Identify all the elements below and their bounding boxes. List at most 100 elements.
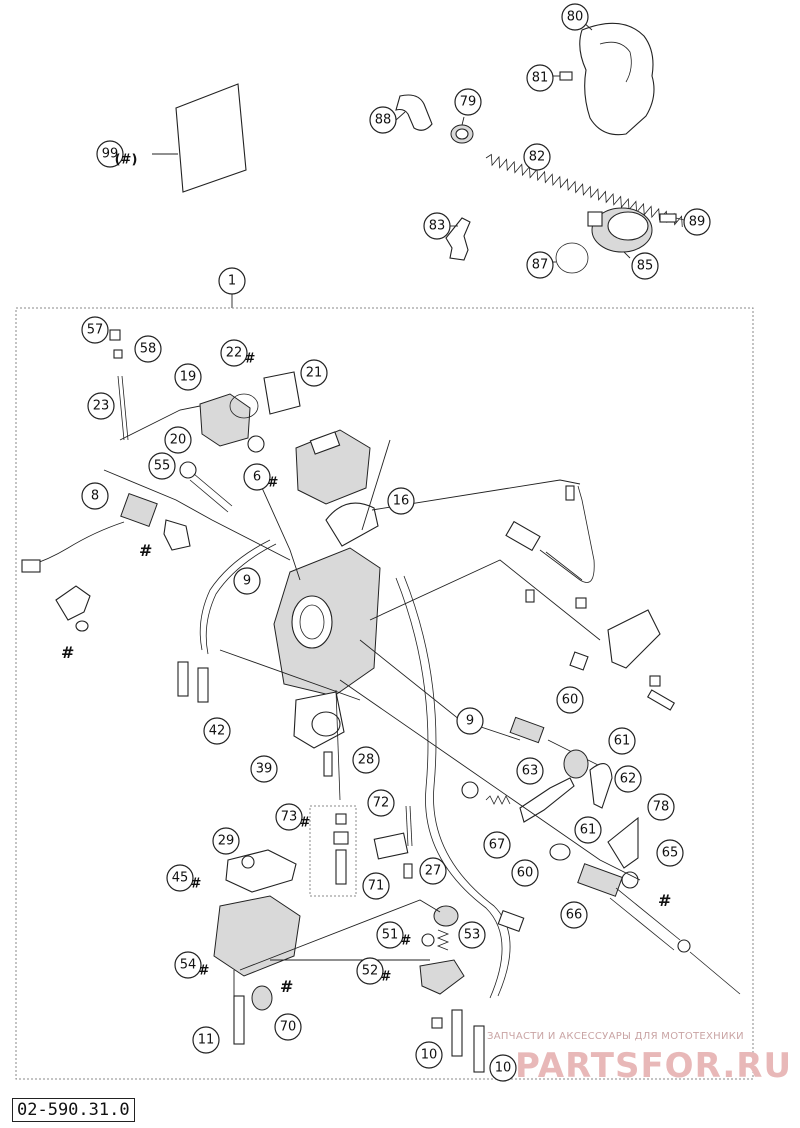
callout-circle (387, 487, 415, 515)
callout-51: 51# (376, 921, 412, 949)
small-screws-part (525, 589, 676, 711)
throttle-spring-part (485, 153, 683, 228)
callout-number: 60 (562, 693, 579, 708)
callout-number: 10 (421, 1048, 438, 1063)
callout-circle (647, 793, 675, 821)
callout-number: 52 (362, 964, 379, 979)
callout-54: 54# (174, 951, 210, 979)
callout-19: 19 (174, 363, 202, 391)
callout-42: 42 (203, 717, 231, 745)
callout-circle (300, 359, 328, 387)
float-bowl-part (213, 849, 301, 977)
jet-needle-part (373, 805, 413, 879)
callout-circle (164, 426, 192, 454)
long-bolt-part (179, 461, 233, 513)
callout-circle (423, 212, 451, 240)
callout-circle (516, 757, 544, 785)
housing-screw-part (659, 213, 685, 223)
callout-circle (274, 1013, 302, 1041)
callout-circle (614, 765, 642, 793)
callout-82: 82 (523, 143, 551, 171)
callout-58: 58 (134, 335, 162, 363)
callout-circle (362, 872, 390, 900)
callout-number: 88 (375, 113, 392, 128)
callout-number: 66 (566, 908, 583, 923)
accelerator-pump-part (419, 905, 465, 995)
callout-number: 73 (281, 810, 298, 825)
idle-screw-part (323, 689, 341, 801)
callout-number: 61 (580, 823, 597, 838)
callout-62: 62 (614, 765, 642, 793)
callout-circle (511, 859, 539, 887)
cover-screw-part (552, 71, 573, 81)
callout-circle (174, 363, 202, 391)
callout-number: 29 (218, 834, 235, 849)
callout-circle (656, 839, 684, 867)
callout-suffix: # (401, 934, 412, 949)
callout-circle (203, 717, 231, 745)
callout-number: 65 (662, 846, 679, 861)
pilot-screw-part (109, 329, 129, 441)
callout-circle (212, 827, 240, 855)
gasket-sheet-part (152, 83, 247, 193)
callout-circle (458, 921, 486, 949)
callout-78: 78 (647, 793, 675, 821)
callout-number: 27 (425, 864, 442, 879)
callout-57: 57 (81, 316, 109, 344)
callout-number: 71 (368, 879, 385, 894)
throttle-cover-part (579, 21, 655, 136)
diagram-code-label: 02-590.31.0 (12, 1098, 135, 1122)
callout-65: 65 (656, 839, 684, 867)
callout-circle (369, 106, 397, 134)
callout-79: 79 (454, 88, 482, 116)
callout-number: 22 (226, 346, 243, 361)
callout-number: 9 (243, 574, 251, 589)
callout-number: 45 (172, 871, 189, 886)
callout-11: 11 (192, 1026, 220, 1054)
callout-number: 54 (180, 958, 197, 973)
callout-circle (96, 140, 124, 168)
callout-circle (556, 686, 584, 714)
slide-shroud-part (325, 502, 379, 547)
callout-63: 63 (516, 757, 544, 785)
callout-6: 6# (243, 463, 279, 491)
callout-number: 53 (464, 928, 481, 943)
callout-circle (526, 251, 554, 279)
callout-number: 89 (689, 215, 706, 230)
callout-number: 1 (228, 274, 236, 289)
callout-circle (250, 755, 278, 783)
callout-circle (526, 64, 554, 92)
callout-27: 27 (419, 857, 447, 885)
callout-number: 70 (280, 1020, 297, 1035)
callout-number: 63 (522, 764, 539, 779)
callout-29: 29 (212, 827, 240, 855)
callout-number: 55 (154, 459, 171, 474)
callout-61: 61 (608, 727, 636, 755)
callout-number: 61 (614, 734, 631, 749)
callout-circle (523, 143, 551, 171)
callout-number: 9 (466, 714, 474, 729)
callout-number: 72 (373, 796, 390, 811)
callout-number: 85 (637, 259, 654, 274)
callout-number: 39 (256, 762, 273, 777)
callout-45: 45# (166, 864, 202, 892)
throttle-rod-part (577, 816, 741, 995)
carburetor-body-part (273, 547, 381, 749)
callout-22: 22# (220, 339, 256, 367)
watermark-logo: PARTSFOR.RU (515, 1046, 793, 1086)
hose-elbow-part (395, 94, 433, 131)
callout-number: 58 (140, 342, 157, 357)
callout-number: 80 (567, 10, 584, 25)
callout-circle (275, 803, 303, 831)
callout-number: 28 (358, 753, 375, 768)
callout-60: 60 (556, 686, 584, 714)
callout-52: 52# (356, 957, 392, 985)
callout-10: 10 (489, 1054, 517, 1082)
callout-number: 20 (170, 433, 187, 448)
drain-hoses-part (431, 1009, 485, 1073)
callout-88: 88 (369, 106, 397, 134)
callout-number: 99 (102, 147, 119, 162)
callout-number: 60 (517, 866, 534, 881)
callout-80: 80 (561, 3, 589, 31)
